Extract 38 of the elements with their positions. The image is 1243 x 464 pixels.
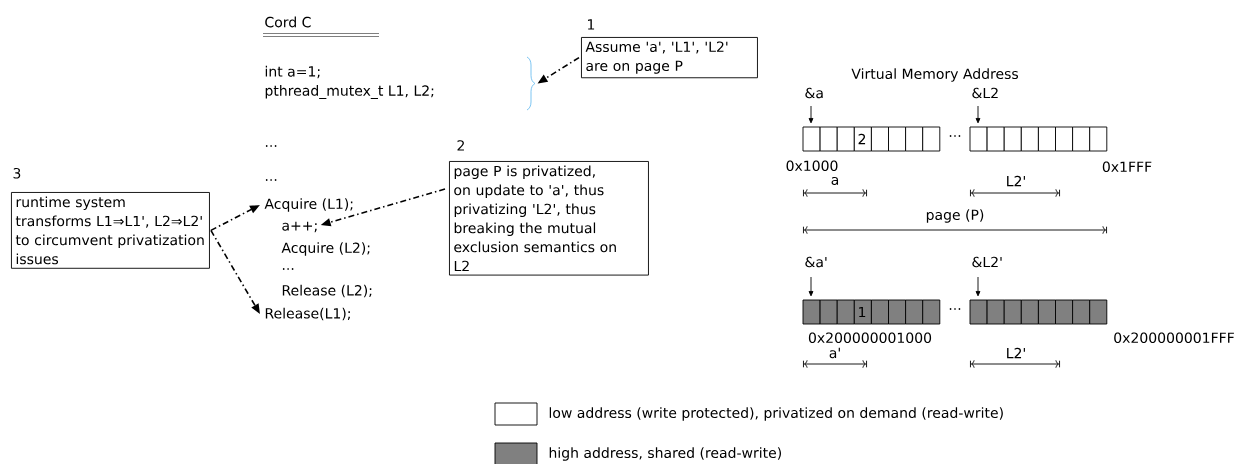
legend-text: high address, shared (read-write) bbox=[549, 447, 781, 461]
code-line: a++; bbox=[282, 221, 317, 233]
address-label: &L2 bbox=[972, 87, 998, 99]
text-box: Assume 'a', 'L1', 'L2' are on page P bbox=[581, 37, 758, 79]
cell-value: 1 bbox=[859, 306, 866, 318]
dimension-label: a bbox=[831, 177, 839, 186]
code-line: Release(L1); bbox=[265, 307, 350, 321]
code-line: pthread_mutex_t L1, L2; bbox=[265, 85, 434, 99]
code-line: ... bbox=[265, 145, 277, 147]
ellipsis: ... bbox=[949, 308, 961, 310]
code-line: ... bbox=[282, 268, 294, 270]
callout-number: 2 bbox=[457, 140, 464, 151]
address-label: 0x1000 bbox=[786, 160, 838, 172]
dimension-label: L2' bbox=[1007, 347, 1025, 359]
legend-text: low address (write protected), privatized on demand (read-write) bbox=[549, 407, 1003, 421]
heading: Virtual Memory Address bbox=[851, 68, 1018, 82]
dimension-label: L2' bbox=[1007, 175, 1025, 187]
code-line: int a=1; bbox=[265, 65, 320, 79]
address-label: 0x200000001FFF bbox=[1114, 332, 1234, 344]
dimension-label: page (P) bbox=[926, 209, 984, 223]
ellipsis: ... bbox=[949, 135, 961, 137]
brace bbox=[526, 56, 536, 111]
code-line: Acquire (L2); bbox=[281, 242, 370, 256]
callout-number: 1 bbox=[588, 19, 595, 30]
address-label: &a' bbox=[805, 256, 827, 268]
code-line: Acquire (L1); bbox=[264, 198, 353, 212]
code-line: Release (L2); bbox=[282, 284, 372, 298]
cell-value: 2 bbox=[858, 133, 866, 145]
text-box: runtime system transforms L1⇒L1', L2⇒L2' to circumvent privatization issues bbox=[11, 192, 210, 269]
heading: Cord C bbox=[265, 16, 311, 28]
address-label: &L2' bbox=[972, 256, 1002, 268]
text-box: page P is privatized, on update to 'a', thus privatizing 'L2', thus breaking the mutual exclusion semantics on L2 bbox=[449, 161, 649, 276]
address-label: 0x1FFF bbox=[1102, 161, 1152, 173]
address-label: &a bbox=[805, 87, 823, 99]
code-line: ... bbox=[265, 179, 277, 181]
address-label: 0x200000001000 bbox=[808, 332, 932, 344]
dimension-label: a' bbox=[829, 347, 840, 359]
callout-number: 3 bbox=[13, 167, 21, 179]
